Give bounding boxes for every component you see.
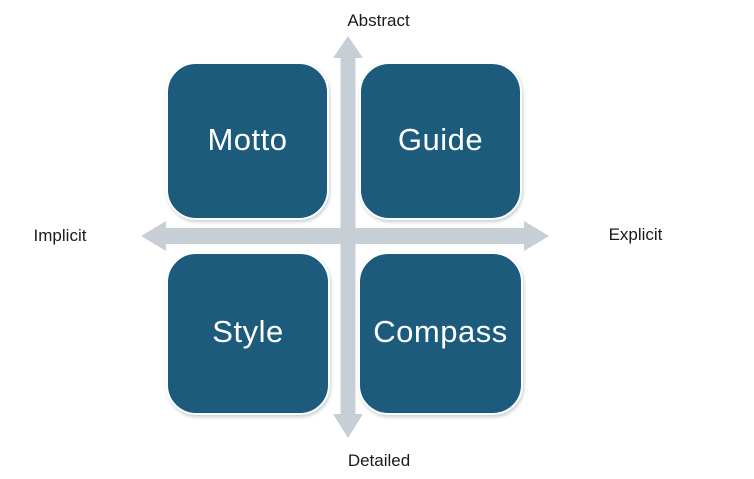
axis-label-abstract-text: Abstract <box>347 10 410 30</box>
quadrant-style: Style <box>166 252 330 415</box>
axis-label-detailed-text: Detailed <box>347 450 411 470</box>
horizontal-axis-arrow-icon <box>141 221 549 251</box>
axis-label-detailed: Detailed <box>308 441 450 479</box>
quadrant-compass-label: Compass <box>373 314 508 349</box>
axis-label-implicit-text: Implicit <box>33 225 87 245</box>
axis-label-abstract: Abstract <box>298 5 459 35</box>
quadrant-style-label: Style <box>212 314 284 349</box>
axis-label-explicit: Explicit <box>573 215 698 253</box>
axis-label-implicit: Implicit <box>2 216 118 254</box>
quadrant-guide-label: Guide <box>397 121 484 157</box>
quadrant-motto: Motto <box>166 62 329 220</box>
quadrant-motto-label: Motto <box>207 121 288 157</box>
quadrant-guide: Guide <box>359 62 522 220</box>
quadrant-compass: Compass <box>358 252 523 415</box>
axis-label-explicit-text: Explicit <box>608 224 663 244</box>
